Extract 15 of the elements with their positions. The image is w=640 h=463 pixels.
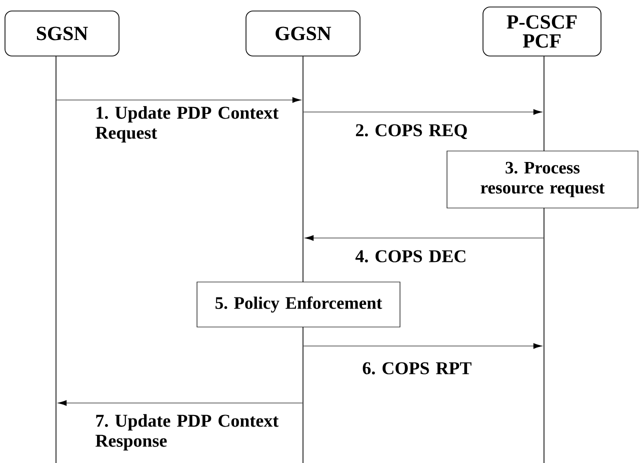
message-arrow: [56, 97, 302, 103]
message-arrow: [304, 235, 544, 241]
lifeline-header-box: GGSN: [246, 10, 360, 56]
edge-label: 1. Update PDP Context Request: [96, 106, 279, 142]
process-box: 3. Process resource request: [446, 150, 638, 208]
message-arrow: [303, 343, 542, 349]
lifeline-header-box: P-CSCF PCF: [482, 6, 602, 56]
process-box: 5. Policy Enforcement: [196, 282, 400, 328]
edge-label: 2. COPS REQ: [356, 124, 467, 140]
edge-label: 6. COPS RPT: [362, 362, 472, 374]
edge-label: 4. COPS DEC: [355, 250, 466, 262]
lifeline-header-box: SGSN: [4, 10, 120, 56]
message-arrow: [58, 400, 303, 406]
edge-label: 7. Update PDP Context Response: [96, 414, 279, 450]
message-arrow: [303, 109, 542, 115]
